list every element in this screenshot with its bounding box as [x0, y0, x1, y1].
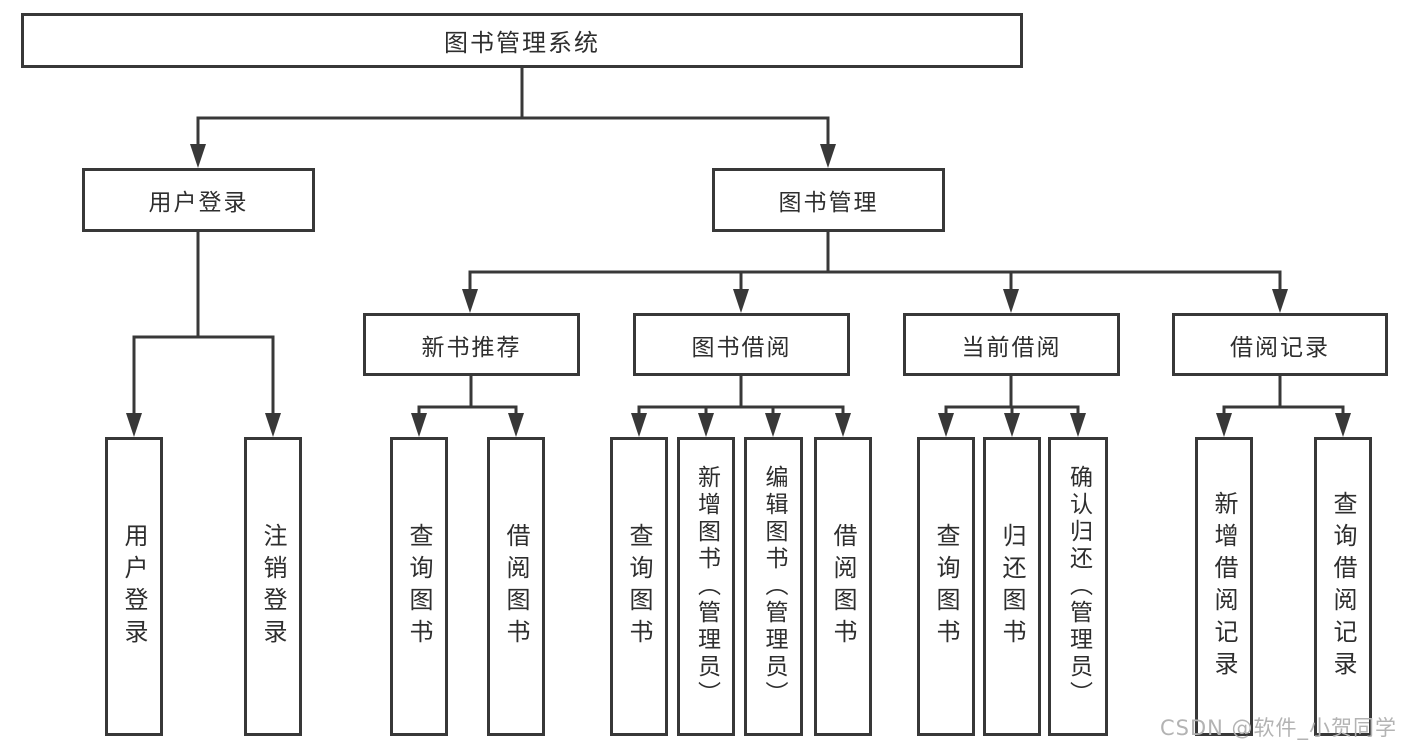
node-borrow-records: 借阅记录	[1172, 313, 1388, 376]
node-book-management: 图书管理	[712, 168, 945, 232]
leaf-query-books-1: 查询图书	[390, 437, 448, 736]
node-root: 图书管理系统	[21, 13, 1023, 68]
leaf-query-books-3-label: 查询图书	[932, 522, 960, 651]
leaf-query-books-3: 查询图书	[917, 437, 975, 736]
node-new-book-recommend: 新书推荐	[363, 313, 580, 376]
node-new-book-recommend-label: 新书推荐	[421, 334, 522, 361]
leaf-user-login-label: 用户登录	[120, 522, 148, 651]
leaf-logout-label: 注销登录	[259, 522, 287, 651]
leaf-borrow-books-1: 借阅图书	[487, 437, 545, 736]
node-book-management-label: 图书管理	[778, 190, 879, 216]
leaf-edit-book-admin: 编辑图书（管理员）	[744, 437, 803, 736]
node-current-borrow-label: 当前借阅	[961, 334, 1062, 361]
node-user-login-label: 用户登录	[148, 190, 249, 216]
node-current-borrow: 当前借阅	[903, 313, 1120, 376]
leaf-query-books-2-label: 查询图书	[625, 522, 653, 651]
leaf-query-borrow-record-label: 查询借阅记录	[1329, 490, 1357, 683]
leaf-confirm-return-admin-label: 确认归还（管理员）	[1065, 465, 1092, 708]
csdn-watermark: CSDN @软件_小贺同学	[1160, 716, 1398, 740]
node-user-login: 用户登录	[82, 168, 315, 232]
leaf-edit-book-admin-label: 编辑图书（管理员）	[761, 465, 787, 708]
leaf-query-books-1-label: 查询图书	[405, 522, 433, 651]
node-root-label: 图书管理系统	[444, 29, 600, 57]
node-book-borrow-label: 图书借阅	[691, 334, 792, 361]
leaf-query-books-2: 查询图书	[610, 437, 668, 736]
leaf-borrow-books-2-label: 借阅图书	[829, 522, 857, 651]
leaf-logout: 注销登录	[244, 437, 302, 736]
leaf-return-book: 归还图书	[983, 437, 1041, 736]
leaf-borrow-books-1-label: 借阅图书	[502, 522, 530, 651]
leaf-add-book-admin: 新增图书（管理员）	[677, 437, 735, 736]
node-borrow-records-label: 借阅记录	[1230, 334, 1330, 361]
leaf-return-book-label: 归还图书	[998, 522, 1026, 651]
leaf-query-borrow-record: 查询借阅记录	[1314, 437, 1372, 736]
leaf-borrow-books-2: 借阅图书	[814, 437, 872, 736]
leaf-add-book-admin-label: 新增图书（管理员）	[693, 465, 720, 708]
leaf-add-borrow-record: 新增借阅记录	[1195, 437, 1253, 736]
leaf-user-login: 用户登录	[105, 437, 163, 736]
leaf-add-borrow-record-label: 新增借阅记录	[1210, 490, 1238, 683]
leaf-confirm-return-admin: 确认归还（管理员）	[1048, 437, 1108, 736]
node-book-borrow: 图书借阅	[633, 313, 850, 376]
